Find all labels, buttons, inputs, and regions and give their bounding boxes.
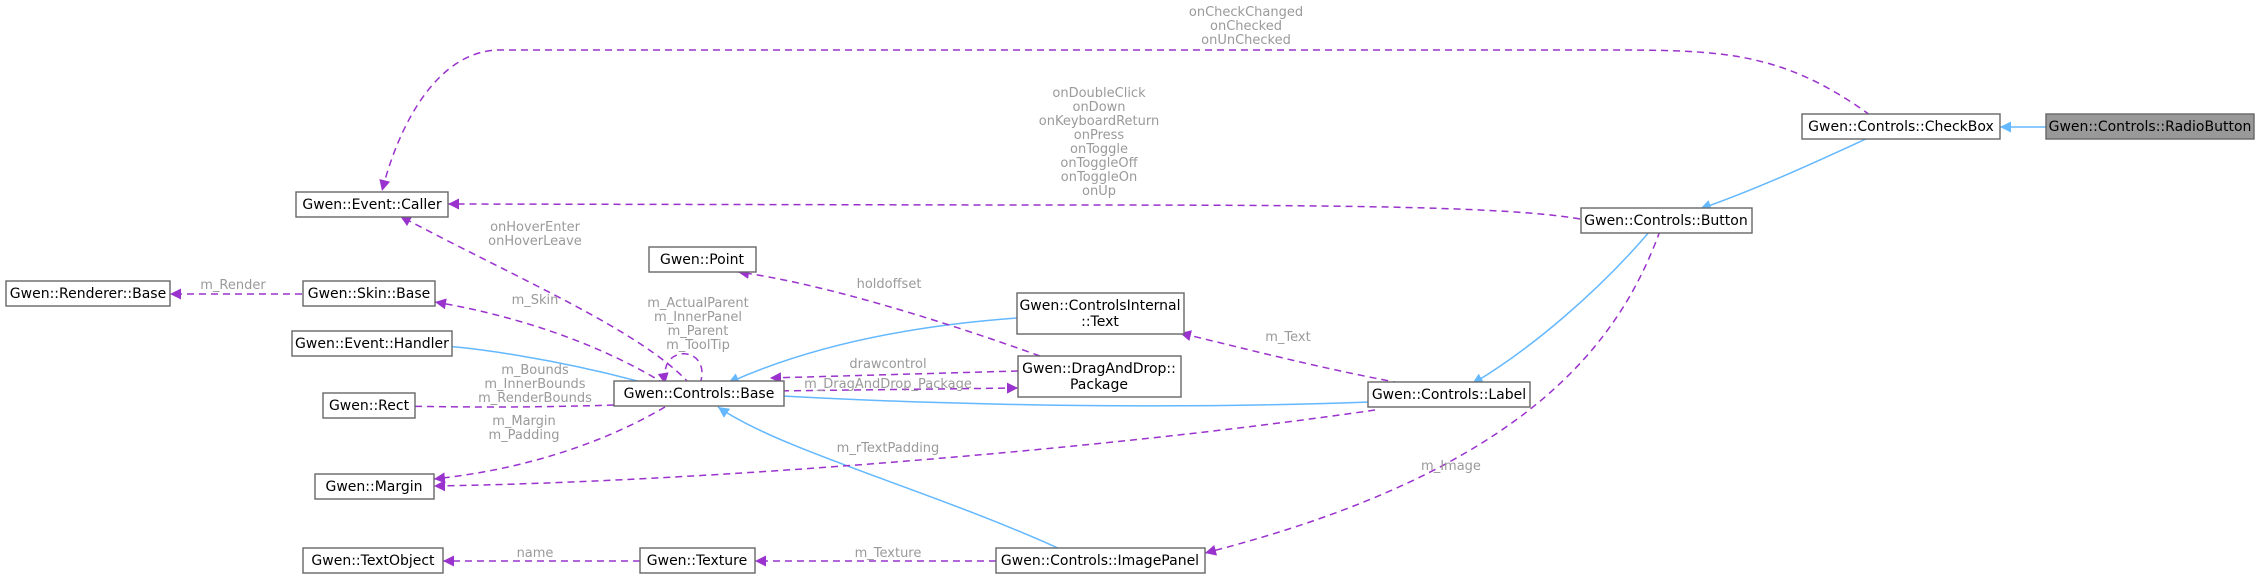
node-event-handler[interactable]: Gwen::Event::Handler: [291, 330, 453, 357]
svg-text:Gwen::Point: Gwen::Point: [660, 252, 744, 268]
svg-text:onDown: onDown: [1072, 100, 1125, 115]
label-image: m_Image: [1421, 459, 1481, 474]
node-rect[interactable]: Gwen::Rect: [322, 392, 416, 419]
svg-text:onKeyboardReturn: onKeyboardReturn: [1039, 114, 1159, 129]
svg-text:m_ActualParent: m_ActualParent: [647, 296, 749, 311]
label-texture: m_Texture: [855, 546, 922, 561]
svg-text:Gwen::Margin: Gwen::Margin: [325, 479, 422, 495]
label-margin-padding: m_Margin m_Padding: [489, 414, 560, 443]
node-point[interactable]: Gwen::Point: [648, 246, 757, 273]
svg-text:Gwen::Skin::Base: Gwen::Skin::Base: [308, 286, 431, 302]
svg-text:m_InnerBounds: m_InnerBounds: [484, 377, 585, 392]
svg-text:onToggleOff: onToggleOff: [1060, 156, 1138, 171]
edge-base-margin-to-margin: [433, 406, 666, 484]
svg-text:onDoubleClick: onDoubleClick: [1052, 86, 1146, 101]
node-controls-base[interactable]: Gwen::Controls::Base: [613, 380, 785, 407]
edge-button-events-to-caller: [447, 198, 1581, 220]
svg-text:onHoverEnter: onHoverEnter: [490, 220, 581, 235]
svg-text:Package: Package: [1070, 377, 1128, 393]
svg-text:Gwen::Controls::Label: Gwen::Controls::Label: [1372, 387, 1526, 403]
node-texture[interactable]: Gwen::Texture: [639, 547, 756, 574]
svg-text:m_Bounds: m_Bounds: [501, 363, 569, 378]
svg-text:Gwen::Controls::ImagePanel: Gwen::Controls::ImagePanel: [1001, 553, 1199, 569]
svg-text:::Text: ::Text: [1081, 314, 1119, 330]
node-margin[interactable]: Gwen::Margin: [314, 473, 435, 500]
edge-base-self: [657, 353, 703, 385]
node-draganddrop-package[interactable]: Gwen::DragAndDrop:: Package: [1017, 355, 1182, 398]
node-renderer-base[interactable]: Gwen::Renderer::Base: [5, 280, 171, 307]
svg-text:Gwen::Controls::RadioButton: Gwen::Controls::RadioButton: [2049, 119, 2252, 135]
node-imagepanel[interactable]: Gwen::Controls::ImagePanel: [995, 547, 1206, 574]
label-name: name: [517, 546, 554, 561]
svg-text:Gwen::TextObject: Gwen::TextObject: [311, 553, 435, 569]
svg-text:onHoverLeave: onHoverLeave: [488, 234, 582, 249]
label-holdoffset: holdoffset: [857, 277, 922, 292]
label-bounds: m_Bounds m_InnerBounds m_RenderBounds: [478, 363, 592, 406]
svg-text:onUnChecked: onUnChecked: [1201, 33, 1291, 48]
svg-text:Gwen::DragAndDrop::: Gwen::DragAndDrop::: [1022, 361, 1176, 377]
svg-text:Gwen::Rect: Gwen::Rect: [329, 398, 410, 414]
label-render: m_Render: [200, 278, 266, 293]
svg-text:onUp: onUp: [1082, 184, 1116, 199]
label-self-refs: m_ActualParent m_InnerPanel m_Parent m_T…: [647, 296, 749, 353]
svg-text:Gwen::ControlsInternal: Gwen::ControlsInternal: [1019, 298, 1180, 314]
svg-text:m_Margin: m_Margin: [492, 414, 556, 429]
svg-text:Gwen::Controls::CheckBox: Gwen::Controls::CheckBox: [1808, 119, 1994, 135]
edge-imagepanel-to-base: [717, 406, 1061, 550]
edge-checkbox-events-to-caller: [379, 49, 1871, 192]
svg-text:m_InnerPanel: m_InnerPanel: [654, 310, 742, 325]
svg-text:m_ToolTip: m_ToolTip: [666, 338, 730, 353]
label-hover-events: onHoverEnter onHoverLeave: [488, 220, 582, 249]
svg-text:Gwen::Event::Handler: Gwen::Event::Handler: [295, 336, 449, 352]
svg-text:onChecked: onChecked: [1210, 19, 1282, 34]
node-checkbox[interactable]: Gwen::Controls::CheckBox: [1801, 113, 2001, 140]
label-text-padding: m_rTextPadding: [837, 441, 940, 456]
edge-checkbox-to-button: [1699, 137, 1869, 211]
node-controls-label[interactable]: Gwen::Controls::Label: [1367, 381, 1531, 408]
label-checkbox-events: onCheckChanged onChecked onUnChecked: [1189, 5, 1303, 48]
edge-base-to-dnd-package: [769, 382, 1019, 394]
edge-citext-to-base: [727, 317, 1018, 384]
label-dnd-package: m_DragAndDrop_Package: [804, 377, 972, 392]
svg-text:Gwen::Controls::Button: Gwen::Controls::Button: [1584, 213, 1747, 229]
svg-text:Gwen::Controls::Base: Gwen::Controls::Base: [624, 386, 775, 402]
edge-label-textpadding-to-margin: [433, 409, 1376, 492]
label-skin: m_Skin: [512, 293, 559, 308]
node-event-caller[interactable]: Gwen::Event::Caller: [295, 191, 449, 218]
svg-text:m_Parent: m_Parent: [668, 324, 729, 339]
node-controlsinternal-text[interactable]: Gwen::ControlsInternal ::Text: [1016, 292, 1185, 335]
svg-text:m_RenderBounds: m_RenderBounds: [478, 391, 592, 406]
edge-button-to-label: [1471, 230, 1651, 385]
svg-text:Gwen::Renderer::Base: Gwen::Renderer::Base: [10, 286, 166, 302]
svg-text:Gwen::Texture: Gwen::Texture: [647, 553, 747, 569]
svg-text:onToggleOn: onToggleOn: [1061, 170, 1137, 185]
svg-text:onPress: onPress: [1074, 128, 1125, 143]
edge-button-image-to-imagepanel: [1204, 230, 1661, 556]
label-drawcontrol: drawcontrol: [849, 357, 926, 372]
label-button-events: onDoubleClick onDown onKeyboardReturn on…: [1039, 86, 1159, 199]
svg-text:Gwen::Event::Caller: Gwen::Event::Caller: [302, 197, 442, 213]
label-text: m_Text: [1265, 330, 1310, 345]
svg-text:onToggle: onToggle: [1070, 142, 1128, 157]
node-skin-base[interactable]: Gwen::Skin::Base: [302, 280, 436, 307]
node-radiobutton[interactable]: Gwen::Controls::RadioButton: [2045, 113, 2255, 140]
svg-text:m_Padding: m_Padding: [489, 428, 560, 443]
node-textobject[interactable]: Gwen::TextObject: [302, 547, 444, 574]
edge-base-bounds-to-rect: [391, 400, 615, 412]
edge-dnd-drawcontrol-to-base: [769, 370, 1019, 384]
edge-label-to-base: [764, 390, 1371, 407]
edge-label-text-to-citext: [1179, 330, 1401, 384]
edge-dnd-holdoffset-to-point: [737, 268, 1041, 357]
edge-base-skin-to-skin: [434, 298, 666, 385]
svg-text:onCheckChanged: onCheckChanged: [1189, 5, 1303, 20]
node-button[interactable]: Gwen::Controls::Button: [1580, 207, 1753, 234]
